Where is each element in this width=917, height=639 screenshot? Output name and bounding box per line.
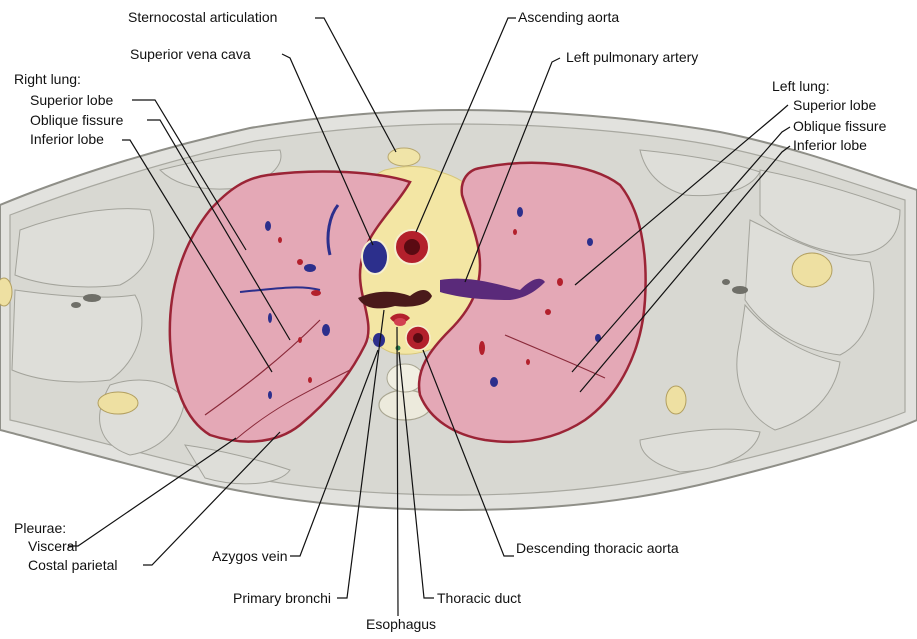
- label-ascending-aorta: Ascending aorta: [518, 9, 619, 25]
- label-azygos-vein: Azygos vein: [212, 548, 287, 564]
- esophagus-lumen: [394, 318, 406, 326]
- label-primary-bronchi: Primary bronchi: [233, 590, 331, 606]
- label-right-superior-lobe: Superior lobe: [30, 92, 113, 108]
- label-descending-thoracic-aorta: Descending thoracic aorta: [516, 540, 679, 556]
- label-left-pulmonary-artery: Left pulmonary artery: [566, 49, 698, 65]
- label-esophagus: Esophagus: [366, 616, 436, 632]
- left-scapula: [666, 386, 686, 414]
- label-right-lung-title: Right lung:: [14, 71, 81, 87]
- label-right-oblique-fissure: Oblique fissure: [30, 112, 123, 128]
- label-thoracic-duct: Thoracic duct: [437, 590, 521, 606]
- label-right-inferior-lobe: Inferior lobe: [30, 131, 104, 147]
- label-left-lung-title: Left lung:: [772, 78, 830, 94]
- label-superior-vena-cava: Superior vena cava: [130, 46, 251, 62]
- ascending-aorta-lumen: [404, 239, 420, 255]
- label-sternocostal-articulation: Sternocostal articulation: [128, 9, 277, 25]
- vertebral-body: [387, 364, 423, 392]
- label-visceral: Visceral: [28, 538, 78, 554]
- label-left-inferior-lobe: Inferior lobe: [793, 137, 867, 153]
- left-humerus: [792, 253, 832, 287]
- right-scapula: [98, 392, 138, 414]
- label-costal-parietal: Costal parietal: [28, 557, 118, 573]
- sternum: [388, 148, 420, 166]
- descending-aorta-lumen: [413, 333, 423, 343]
- label-pleurae-title: Pleurae:: [14, 520, 66, 536]
- superior-vena-cava: [362, 240, 388, 274]
- label-left-superior-lobe: Superior lobe: [793, 97, 876, 113]
- thoracic-duct: [396, 346, 401, 351]
- label-left-oblique-fissure: Oblique fissure: [793, 118, 886, 134]
- right-humerus-edge: [0, 278, 12, 306]
